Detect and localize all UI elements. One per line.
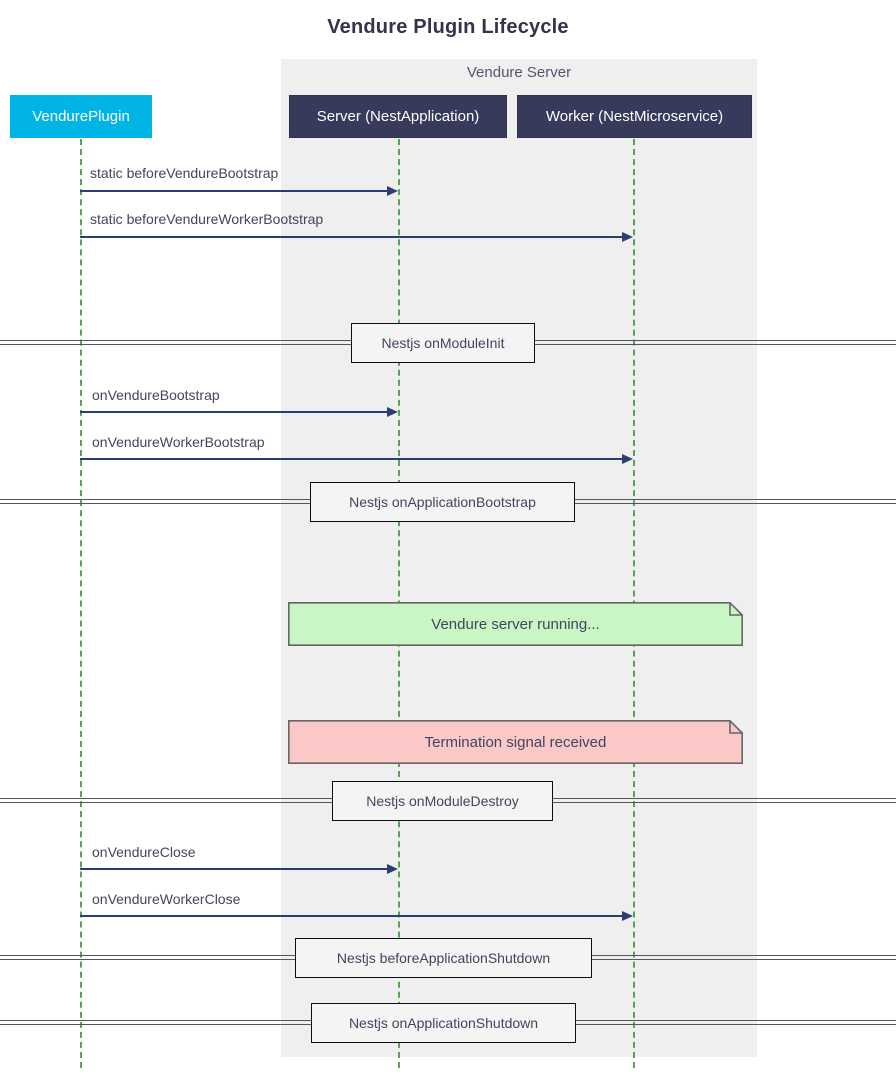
message-line [80,915,622,917]
note-shape [288,602,743,646]
message-line [80,458,622,460]
message-line [80,411,387,413]
message-line [80,868,387,870]
divider-label: Nestjs onModuleDestroy [366,793,519,809]
participant-vendureplugin[interactable]: VendurePlugin [10,95,152,138]
message-label-onvendureworkerclose: onVendureWorkerClose [92,891,241,907]
message-label-onvendureclose: onVendureClose [92,844,196,860]
participant-server[interactable]: Server (NestApplication) [289,95,507,138]
message-line [80,236,622,238]
message-line [80,190,387,192]
divider-box-nestjs-onmoduleinit: Nestjs onModuleInit [351,323,535,363]
participant-label: VendurePlugin [32,108,130,125]
participant-label: Server (NestApplication) [316,108,480,125]
divider-box-nestjs-onapplicationshutdown: Nestjs onApplicationShutdown [311,1003,576,1043]
message-arrowhead [622,911,633,921]
group-box-vendure-server [281,59,757,1057]
divider-box-nestjs-onmoduledestroy: Nestjs onModuleDestroy [332,781,553,821]
divider-box-nestjs-onapplicationbootstrap: Nestjs onApplicationBootstrap [310,482,575,522]
note-termination-signal-received: Termination signal received [288,720,743,764]
message-arrowhead [622,232,633,242]
participant-label: Worker (NestMicroservice) [545,108,724,125]
divider-label: Nestjs beforeApplicationShutdown [336,950,551,966]
message-arrowhead [622,454,633,464]
message-label-onvendurebootstrap: onVendureBootstrap [92,387,220,403]
note-vendure-server-running: Vendure server running... [288,602,743,646]
lifeline-plugin [80,139,82,1068]
message-arrowhead [387,407,398,417]
message-arrowhead [387,186,398,196]
note-shape [288,720,743,764]
participant-worker[interactable]: Worker (NestMicroservice) [517,95,752,138]
message-label-static-beforevendureworkerbootstrap: static beforeVendureWorkerBootstrap [90,211,324,227]
divider-label: Nestjs onModuleInit [381,335,505,351]
divider-label: Nestjs onApplicationBootstrap [349,494,536,510]
divider-box-nestjs-beforeapplicationshutdown: Nestjs beforeApplicationShutdown [295,938,592,978]
message-arrowhead [387,864,398,874]
page-title: Vendure Plugin Lifecycle [327,16,569,38]
group-label-vendure-server: Vendure Server [466,64,572,81]
note-label: Vendure server running... [431,615,600,633]
divider-label: Nestjs onApplicationShutdown [348,1015,539,1031]
note-label: Termination signal received [424,733,607,751]
message-label-static-beforevendurebootstrap: static beforeVendureBootstrap [90,165,279,181]
message-label-onvendureworkerbootstrap: onVendureWorkerBootstrap [92,434,265,450]
